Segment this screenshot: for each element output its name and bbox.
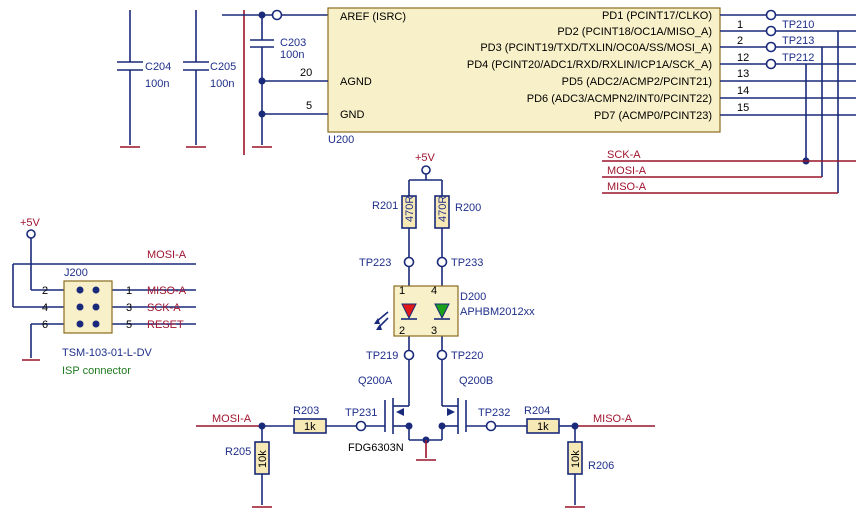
u200-pin-gnd: GND bbox=[340, 109, 365, 121]
r203-ref: R203 bbox=[293, 405, 319, 417]
net-sck-label: SCK-A bbox=[607, 149, 641, 161]
u200-pin-aref: AREF (ISRC) bbox=[340, 11, 406, 23]
r205-value: 10k bbox=[257, 450, 269, 468]
u200-pin-pd4: PD4 (PCINT20/ADC1/RXD/RXLIN/ICP1A/SCK_A) bbox=[467, 59, 712, 71]
level-shifter: Q200A Q200B 1k MOSI-A R203 TP231 bbox=[196, 360, 655, 508]
u200-pin-pd3: PD3 (PCINT19/TXD/TXLIN/OC0A/SS/MOSI_A) bbox=[480, 42, 712, 54]
j200-pin-1: 1 bbox=[126, 285, 132, 297]
u200-pin-pd3-num: 2 bbox=[737, 35, 743, 47]
j200-sck-label: SCK-A bbox=[147, 302, 181, 314]
u200-pin-pd7-num: 15 bbox=[737, 102, 749, 114]
r200-ref: R200 bbox=[455, 202, 481, 214]
capacitor-c204: C204 100n bbox=[117, 10, 171, 148]
u200-pin-pd2: PD2 (PCINT18/OC1A/MISO_A) bbox=[557, 26, 712, 38]
r204-ref: R204 bbox=[524, 405, 550, 417]
c203-value: 100n bbox=[280, 49, 304, 61]
r201-value: 470R bbox=[404, 196, 416, 222]
j200-pin-6: 6 bbox=[42, 319, 48, 331]
light-emission-icon bbox=[374, 311, 389, 330]
r204-value: 1k bbox=[537, 421, 549, 433]
j200-miso-label: MISO-A bbox=[147, 285, 187, 297]
r203-value: 1k bbox=[304, 421, 316, 433]
c205-ref: C205 bbox=[210, 61, 236, 73]
j200-reset-label: RESET bbox=[147, 319, 184, 331]
r205-ref: R205 bbox=[225, 446, 251, 458]
tp213-label: TP213 bbox=[782, 35, 814, 47]
j200-pin-3: 3 bbox=[126, 302, 132, 314]
net-miso-label: MISO-A bbox=[607, 181, 647, 193]
r206-value: 10k bbox=[570, 450, 582, 468]
u200-pin-pd5: PD5 (ADC2/ACMP2/PCINT21) bbox=[562, 76, 712, 88]
led-vcc-label: +5V bbox=[415, 152, 436, 164]
d200-pin-3: 3 bbox=[431, 325, 437, 337]
u200-ref: U200 bbox=[328, 134, 354, 146]
u200-pin-gnd-num: 5 bbox=[306, 100, 312, 112]
j200-vcc-label: +5V bbox=[20, 217, 41, 229]
c203-ref: C203 bbox=[280, 37, 306, 49]
ic-u200: 20 5 AREF (ISRC) AGND GND U200 PD1 (PCIN… bbox=[262, 7, 856, 146]
tp231-label: TP231 bbox=[345, 407, 377, 419]
d200-pin-1: 1 bbox=[399, 285, 405, 297]
tp219-label: TP219 bbox=[366, 350, 398, 362]
spi-net-wires: SCK-A MOSI-A MISO-A bbox=[602, 31, 856, 194]
j200-pin-4: 4 bbox=[42, 302, 48, 314]
u200-pin-pd5-num: 13 bbox=[737, 68, 749, 80]
q200a-ref: Q200A bbox=[358, 375, 393, 387]
capacitor-c205: C205 100n bbox=[183, 10, 236, 148]
j200-pin-5: 5 bbox=[126, 319, 132, 331]
u200-pin-pd4-num: 12 bbox=[737, 52, 749, 64]
d200-pin-4: 4 bbox=[431, 285, 437, 297]
d200-ref: D200 bbox=[460, 291, 486, 303]
d200-pin-2: 2 bbox=[399, 325, 405, 337]
u200-pin-pd7: PD7 (ACMP0/PCINT23) bbox=[594, 110, 712, 122]
r200-value: 470R bbox=[437, 196, 449, 222]
tp233-label: TP233 bbox=[451, 257, 483, 269]
capacitor-c203: C203 100n bbox=[222, 9, 330, 148]
j200-desc: ISP connector bbox=[62, 365, 131, 377]
j200-mosi-label: MOSI-A bbox=[147, 249, 187, 261]
q200b-ref: Q200B bbox=[459, 375, 493, 387]
fet-part: FDG6303N bbox=[348, 442, 404, 454]
net-mosi-label: MOSI-A bbox=[607, 165, 647, 177]
tp210-label: TP210 bbox=[782, 19, 814, 31]
c204-ref: C204 bbox=[145, 61, 171, 73]
r201-ref: R201 bbox=[372, 200, 398, 212]
c204-value: 100n bbox=[145, 78, 169, 90]
fet-miso-label: MISO-A bbox=[593, 413, 633, 425]
u200-pin-pd6-num: 14 bbox=[737, 85, 749, 97]
u200-pin-pd2-num: 1 bbox=[737, 19, 743, 31]
c205-value: 100n bbox=[210, 78, 234, 90]
r206-ref: R206 bbox=[588, 460, 614, 472]
connector-j200: +5V 2 1 4 3 6 5 J200 TSM-103-01-L-DV ISP… bbox=[12, 217, 196, 377]
led-indicator: +5V 470R 470R R201 R200 TP223 TP233 1 4 … bbox=[359, 152, 535, 362]
j200-part: TSM-103-01-L-DV bbox=[62, 347, 153, 359]
fet-mosi-label: MOSI-A bbox=[212, 413, 252, 425]
u200-pin-pd6: PD6 (ADC3/ACMPN2/INT0/PCINT22) bbox=[527, 93, 712, 105]
tp220-label: TP220 bbox=[451, 350, 483, 362]
tp232-label: TP232 bbox=[478, 407, 510, 419]
tp223-label: TP223 bbox=[359, 257, 391, 269]
tp212-label: TP212 bbox=[782, 52, 814, 64]
u200-pin-agnd: AGND bbox=[340, 76, 372, 88]
j200-ref: J200 bbox=[64, 267, 88, 279]
u200-pin-pd1: PD1 (PCINT17/CLKO) bbox=[602, 10, 712, 22]
d200-part: APHBM2012xx bbox=[460, 306, 535, 318]
j200-pin-2: 2 bbox=[42, 285, 48, 297]
u200-pin-agnd-num: 20 bbox=[300, 67, 312, 79]
